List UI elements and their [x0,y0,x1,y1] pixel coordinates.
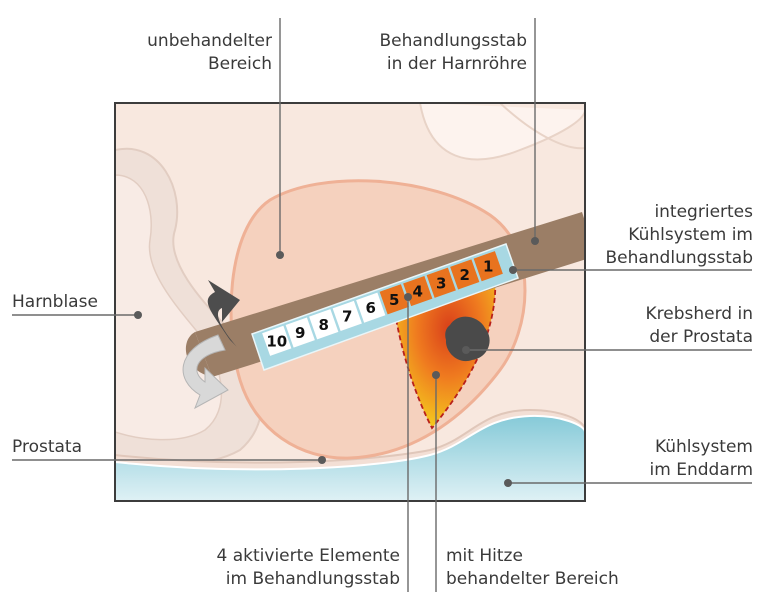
leader-dots [134,237,539,487]
rod-segment-number: 5 [389,291,399,309]
label-prostate: Prostata [12,436,82,459]
label-activated-elements: 4 aktivierte Elemente im Behandlungsstab [150,545,400,591]
rod-segment-number: 4 [413,283,423,301]
label-heat-treated-area-line2: behandelter Bereich [446,569,619,589]
rod-segment: 5 [379,284,409,315]
rod-segment: 6 [356,292,386,323]
rod-segment: 9 [285,317,315,348]
label-rectum-cooling-line2: im Enddarm [649,460,753,480]
label-heat-treated-area-line1: mit Hitze [446,546,523,566]
rod-segment-active [379,284,409,315]
label-rod-cooling-system: integriertes Kühlsystem im Behandlungsst… [590,201,753,270]
label-heat-treated-area: mit Hitze behandelter Bereich [446,545,619,591]
rod-segment-active [426,267,456,298]
rod-segment-number: 1 [483,258,493,276]
rod-segment-inactive [262,325,292,356]
upper-tissue-outline [419,103,585,161]
rectum-cooling-system [115,414,585,501]
label-untreated-area-line1: unbehandelter [147,31,272,51]
rod-segment: 3 [426,267,456,298]
label-prostate-line1: Prostata [12,437,82,457]
rod-segment-number: 7 [342,307,352,325]
rod-segment-number: 2 [460,266,470,284]
label-bladder-line1: Harnblase [12,292,98,312]
rod-segment-inactive [332,300,362,332]
diagram-frame [114,102,586,502]
label-bladder: Harnblase [12,291,98,314]
label-rod-cooling-system-line1: integriertes [654,202,753,222]
label-rod-cooling-system-line3: Behandlungsstab [605,248,753,268]
rod-segment-number: 10 [266,332,287,350]
label-untreated-area-line2: Bereich [207,54,272,74]
rod-segment: 8 [309,309,339,340]
rod-segment: 7 [332,300,362,332]
rod-segment-active [450,259,480,290]
label-rectum-cooling: Kühlsystem im Enddarm [590,436,753,482]
leader-lines [12,18,752,592]
label-tumor: Krebsherd in der Prostata [590,303,754,349]
label-rod-in-urethra-line1: Behandlungsstab [379,31,527,51]
label-rectum-cooling-line1: Kühlsystem [654,437,753,457]
label-activated-elements-line1: 4 aktivierte Elemente [216,546,400,566]
label-untreated-area: unbehandelter Bereich [120,30,272,76]
label-activated-elements-line2: im Behandlungsstab [225,569,400,589]
rod-segment-number: 3 [436,274,446,292]
label-rod-in-urethra: Behandlungsstab in der Harnröhre [340,30,527,76]
rod-segment-inactive [285,317,315,348]
rod-segment-number: 9 [295,324,305,342]
rotation-arrow-icon [182,280,240,410]
rod-segment-inactive [356,292,386,323]
label-tumor-line2: der Prostata [649,327,753,347]
rod-segment-active [473,251,503,282]
label-rod-in-urethra-line2: in der Harnröhre [386,54,527,74]
rod-segment-inactive [309,309,339,340]
label-tumor-line1: Krebsherd in [645,304,754,324]
rod-segment: 1 [473,251,503,282]
rod-segment: 10 [262,325,292,356]
rod-segment: 2 [450,259,480,290]
rod-segment-number: 6 [366,299,376,317]
rod-segment-number: 8 [319,316,329,334]
label-rod-cooling-system-line2: Kühlsystem im [628,225,753,245]
